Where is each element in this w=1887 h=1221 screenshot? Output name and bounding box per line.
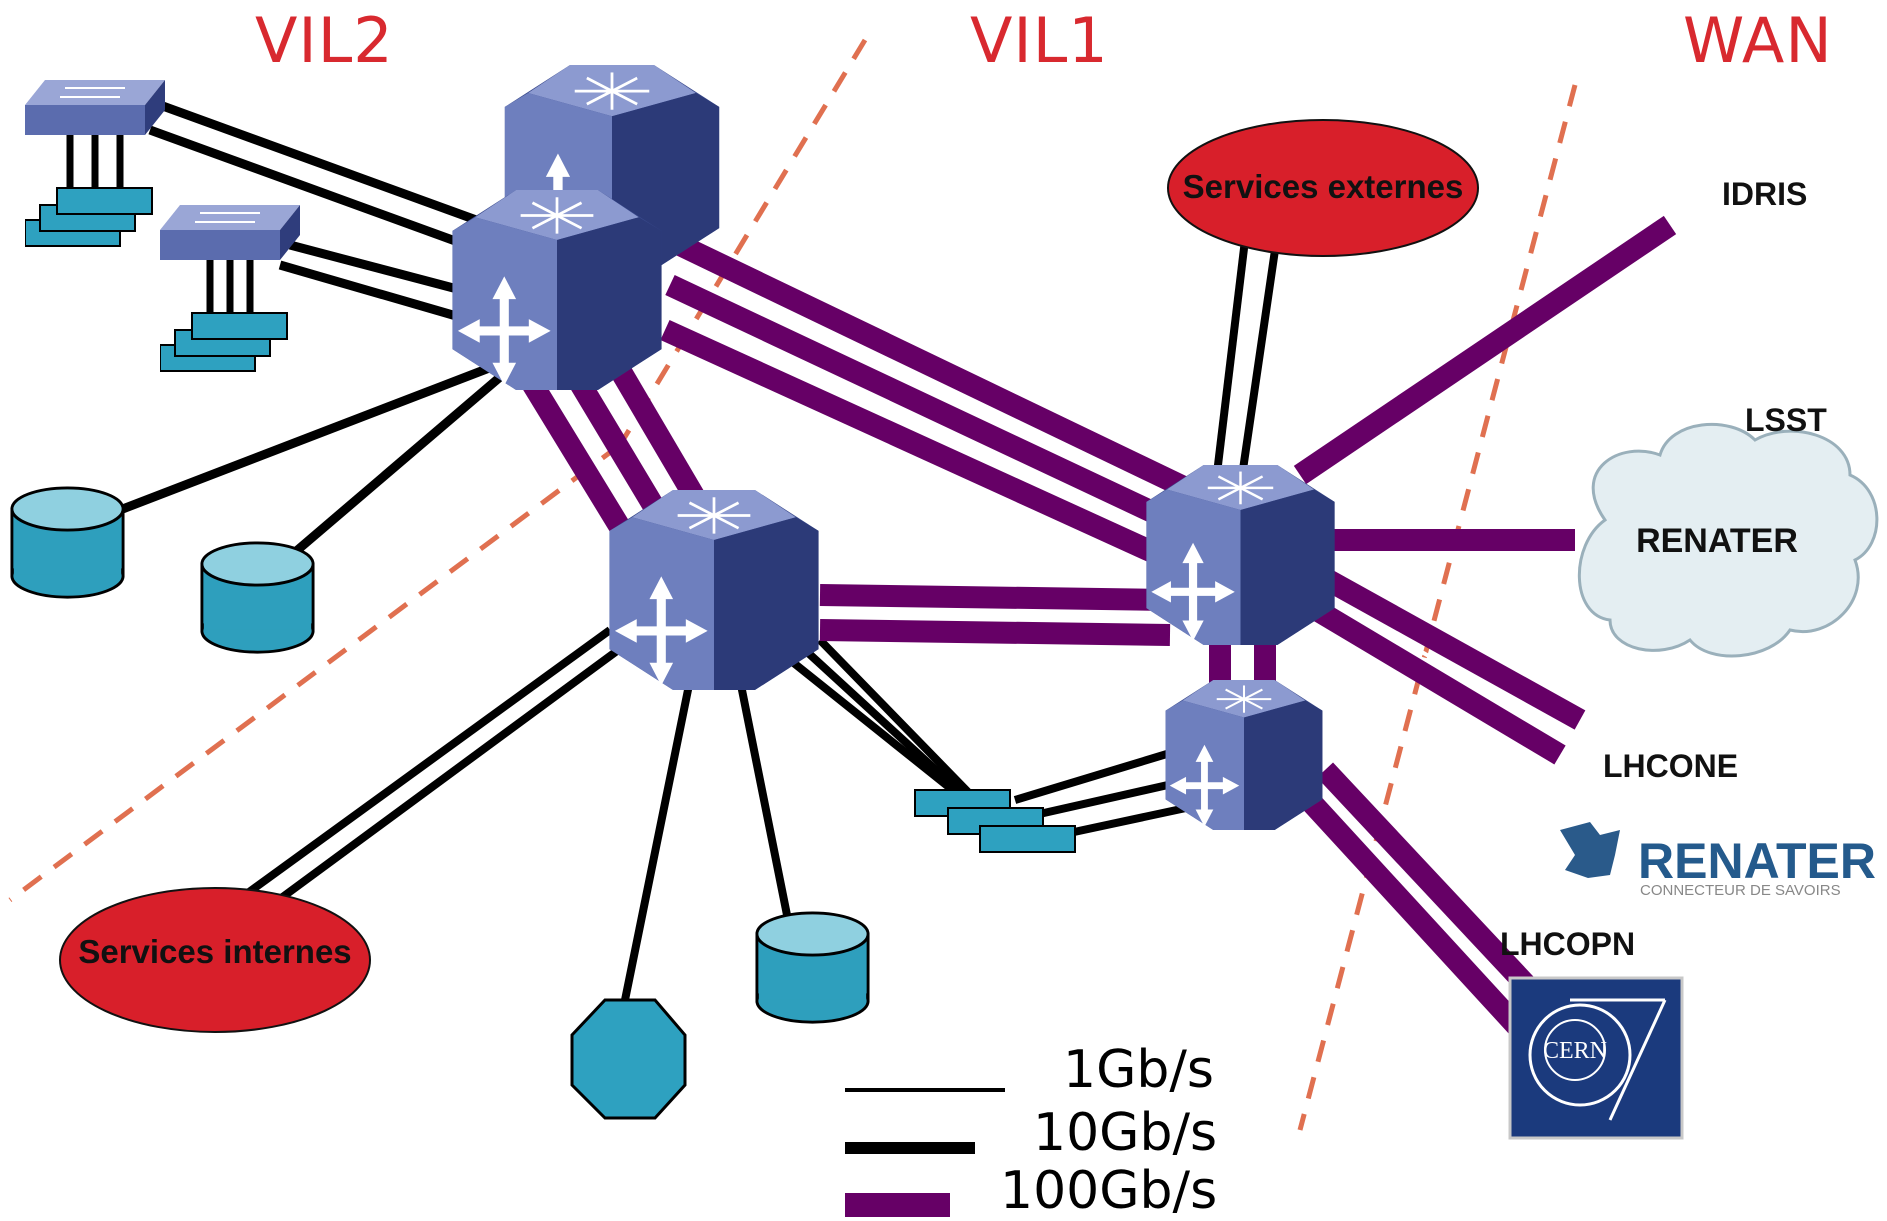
octagon-device	[570, 998, 687, 1120]
services-internes-label: Services internes	[78, 933, 351, 970]
server-stack-vil1	[914, 789, 1076, 853]
label-lhcopn: LHCOPN	[1500, 926, 1636, 962]
links-100g	[520, 215, 1677, 1043]
legend	[845, 1088, 1005, 1217]
divider-vil2-vil1	[617, 38, 868, 447]
links-10g	[118, 100, 1279, 1001]
label-idris: IDRIS	[1722, 176, 1808, 212]
storage-disk-1	[10, 486, 125, 599]
renater-cloud-label: RENATER	[1636, 522, 1798, 560]
cern-logo: CERN	[1508, 976, 1684, 1140]
core-router-vil2-main	[451, 190, 663, 390]
services-externes-label: Services externes	[1183, 168, 1464, 205]
border-router-wan-top	[1145, 465, 1336, 645]
label-lsst: LSST	[1745, 402, 1827, 438]
renater-logo-brand: RENATER	[1638, 833, 1876, 889]
renater-cloud: RENATER	[1577, 422, 1879, 658]
access-switch-1	[25, 80, 165, 247]
zone-dividers	[8, 38, 1578, 1131]
divider-vil1-wan	[1297, 84, 1578, 1131]
zone-label-vil2: VIL2	[255, 4, 394, 77]
border-router-wan-bottom	[1164, 680, 1324, 830]
core-router-vil1-center	[607, 490, 821, 690]
label-lhcone: LHCONE	[1603, 748, 1739, 784]
legend-label-1g: 1Gb/s	[1063, 1040, 1214, 1100]
renater-logo-tagline: CONNECTEUR DE SAVOIRS	[1640, 882, 1841, 899]
zone-label-vil1: VIL1	[970, 4, 1109, 77]
renater-logo: RENATER CONNECTEUR DE SAVOIRS	[1560, 822, 1876, 899]
services-internes: Services internes	[59, 887, 371, 1033]
services-externes: Services externes	[1167, 119, 1479, 257]
storage-disk-2	[200, 541, 315, 654]
storage-disk-3	[755, 911, 870, 1024]
legend-label-10g: 10Gb/s	[1033, 1103, 1218, 1163]
zone-label-wan: WAN	[1683, 4, 1833, 77]
legend-label-100g: 100Gb/s	[1000, 1161, 1218, 1221]
cern-logo-text: CERN	[1543, 1038, 1607, 1064]
access-switch-2	[160, 205, 300, 372]
